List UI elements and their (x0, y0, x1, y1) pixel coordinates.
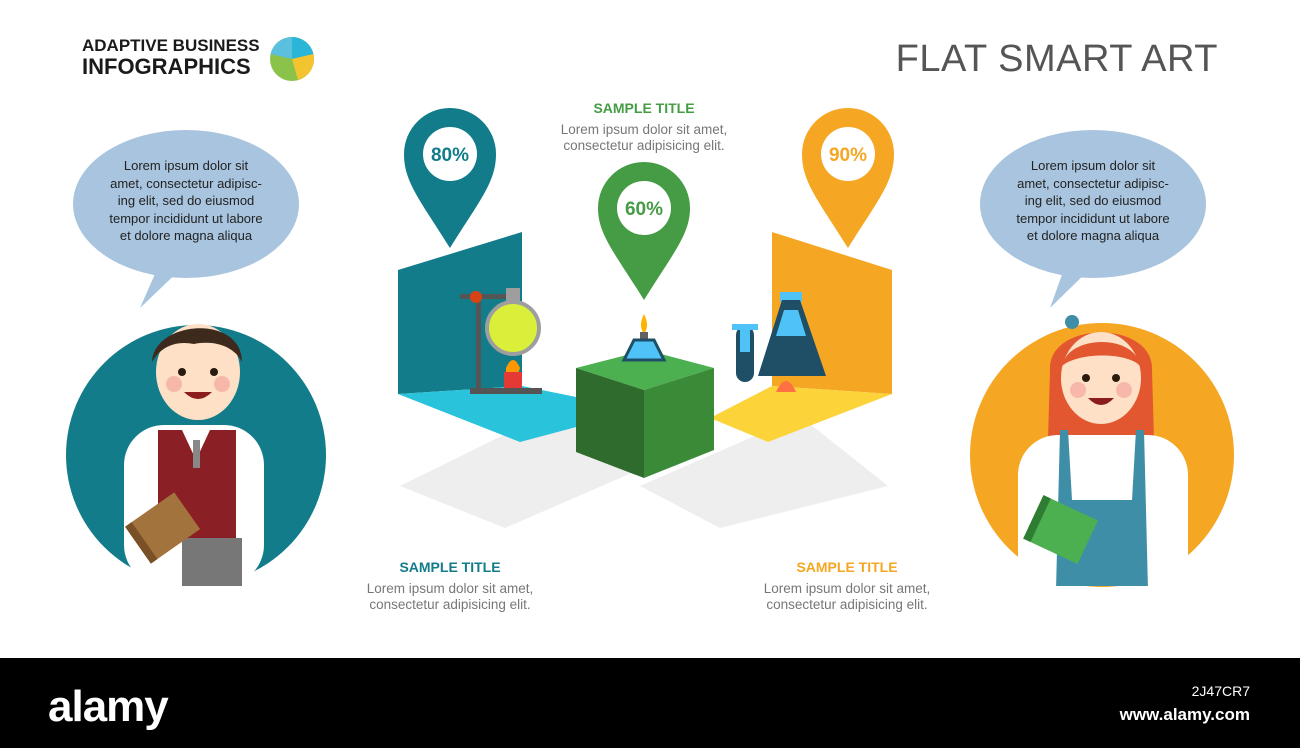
caption-left-line1: Lorem ipsum dolor sit amet, (366, 581, 534, 596)
pin-60-label: 60% (625, 199, 663, 220)
left-bubble-line: Lorem ipsum dolor sit (123, 158, 249, 173)
right-bubble-line: amet, consectetur adipisc- (1017, 175, 1169, 191)
pin-80: 80% (404, 108, 496, 248)
cube-top (576, 350, 714, 390)
right-bubble-text: Lorem ipsum dolor sit amet, consectetur … (1005, 157, 1181, 245)
caption-right-title: SAMPLE TITLE (796, 559, 898, 575)
site-link[interactable]: www.alamy.com (1119, 705, 1250, 724)
caption-top-title: SAMPLE TITLE (593, 100, 695, 116)
left-bubble-line: tempor incididunt ut labore (109, 210, 263, 226)
burner-icon (621, 314, 667, 362)
caption-left-title: SAMPLE TITLE (399, 559, 501, 575)
left-bubble-line: et dolore magna aliqua (119, 228, 253, 244)
left-speech-bubble (73, 130, 299, 308)
girl-avatar (970, 315, 1234, 587)
pin-90: 90% (802, 108, 894, 248)
right-bubble-line: Lorem ipsum dolor sit (1030, 158, 1156, 173)
alamy-logo[interactable]: alamy (48, 682, 169, 731)
cube-right-face (644, 368, 714, 478)
right-bubble-line: et dolore magna aliqua (1026, 228, 1160, 244)
lab-infographic: 80% 60% 90% (398, 108, 894, 528)
left-bubble-text: Lorem ipsum dolor sit amet, consectetur … (98, 157, 274, 245)
caption-top-line1: Lorem ipsum dolor sit amet, (560, 122, 728, 137)
test-tube-icon (732, 324, 758, 382)
flask-stand-icon (460, 288, 542, 394)
caption-left: SAMPLE TITLE Lorem ipsum dolor sit amet,… (330, 559, 570, 613)
brand-line-1: ADAPTIVE BUSINESS (82, 36, 260, 55)
pin-80-label: 80% (431, 145, 469, 166)
caption-right-line1: Lorem ipsum dolor sit amet, (763, 581, 931, 596)
page-title: FLAT SMART ART (895, 38, 1218, 80)
cube-left-face (576, 368, 644, 478)
pin-90-label: 90% (829, 145, 867, 166)
brand-line-2: INFOGRAPHICS (82, 54, 251, 80)
footer-bar (0, 658, 1300, 748)
caption-top-line2: consectetur adipisicing elit. (563, 138, 725, 154)
pie-logo-icon (270, 36, 315, 81)
teal-room-wall (398, 232, 522, 394)
conical-flask-icon (758, 292, 826, 392)
left-bubble-line: amet, consectetur adipisc- (110, 175, 262, 191)
caption-left-line2: consectetur adipisicing elit. (369, 597, 531, 613)
caption-right: SAMPLE TITLE Lorem ipsum dolor sit amet,… (727, 559, 967, 613)
floor-panel-right (640, 416, 888, 528)
boy-avatar (66, 324, 326, 586)
right-speech-bubble (980, 130, 1206, 308)
orange-room-floor (710, 386, 892, 442)
caption-top: SAMPLE TITLE Lorem ipsum dolor sit amet,… (524, 100, 764, 154)
right-bubble-line: tempor incididunt ut labore (1016, 210, 1170, 226)
image-id: 2J47CR7 (1191, 683, 1250, 699)
caption-right-line2: consectetur adipisicing elit. (766, 597, 928, 613)
right-bubble-line: ing elit, sed do eiusmod (1024, 193, 1162, 209)
brand-block: ADAPTIVE BUSINESS INFOGRAPHICS (82, 36, 260, 80)
left-bubble-line: ing elit, sed do eiusmod (117, 193, 255, 209)
pin-60: 60% (598, 162, 690, 300)
